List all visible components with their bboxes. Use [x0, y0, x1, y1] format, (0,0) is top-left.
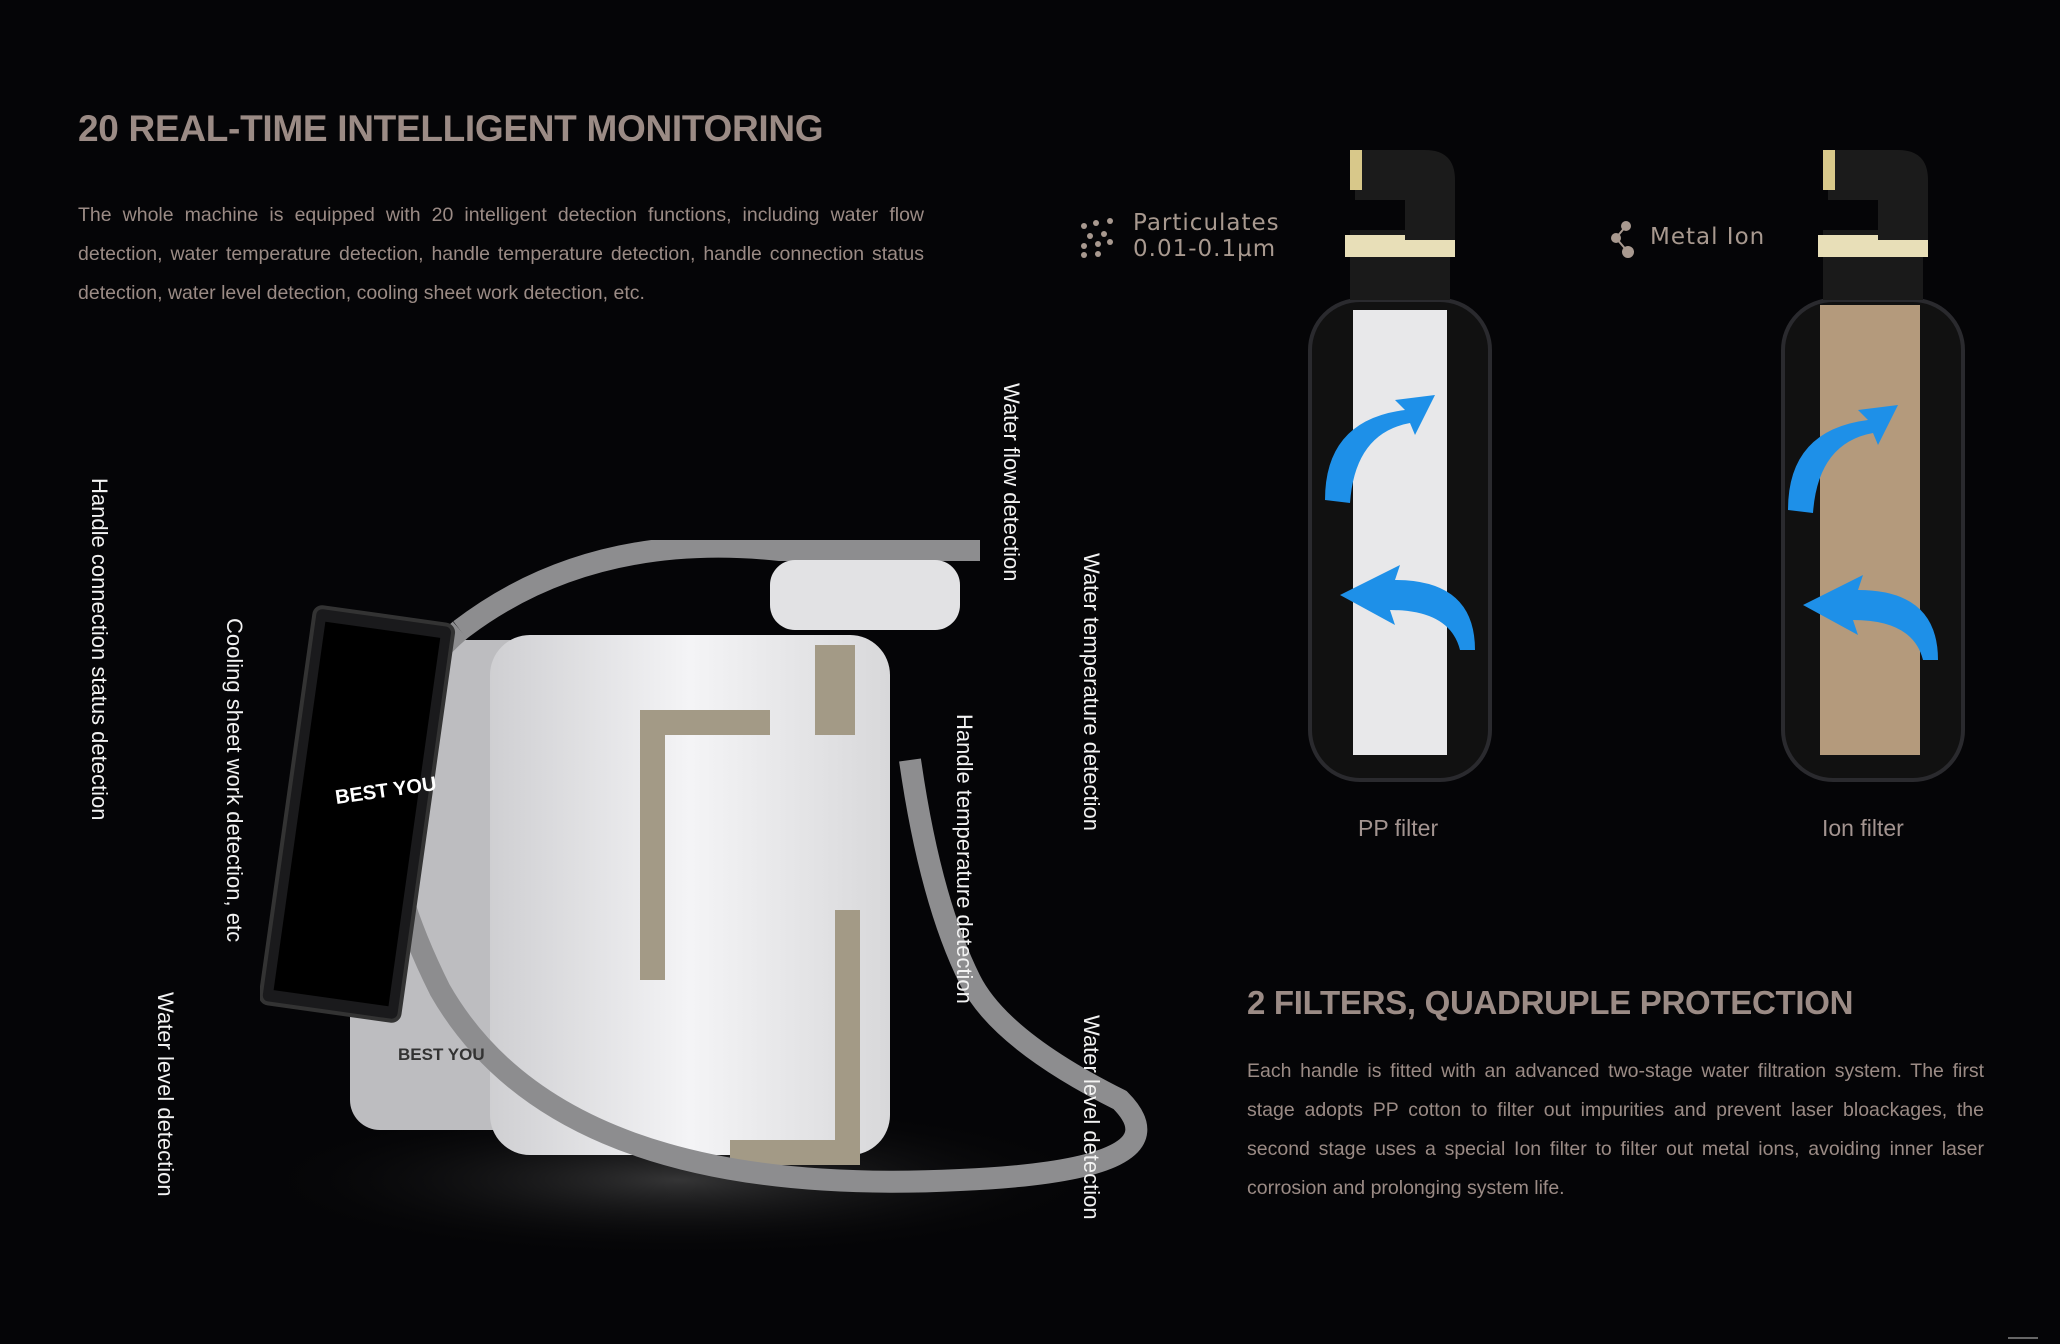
- particulates-line1: Particulates: [1133, 210, 1280, 236]
- particulates-note: Particulates 0.01-0.1µm: [1133, 210, 1280, 262]
- pp-filter-label: PP filter: [1358, 815, 1439, 841]
- pp-filter-bottle: [1308, 150, 1492, 782]
- divider: [2008, 1337, 2038, 1339]
- ion-filter-bottle: [1781, 150, 1965, 782]
- molecule-icon: [1611, 221, 1634, 258]
- metal-ion-note: Metal Ion: [1650, 224, 1766, 250]
- ion-filter-label: Ion filter: [1822, 815, 1904, 841]
- label-handle-connection: Handle connection status detection: [87, 478, 112, 821]
- particulates-size: 0.01-0.1µm: [1133, 236, 1277, 262]
- monitoring-description: The whole machine is equipped with 20 in…: [78, 204, 924, 304]
- label-handle-temperature: Handle temperature detection: [952, 714, 977, 1004]
- label-water-level-left: Water level detection: [153, 992, 178, 1197]
- filters-title: 2 FILTERS, QUADRUPLE PROTECTION: [1247, 984, 1854, 1021]
- label-water-temperature: Water temperature detection: [1079, 553, 1104, 831]
- label-water-level-right: Water level detection: [1079, 1015, 1104, 1220]
- monitoring-title: 20 REAL-TIME INTELLIGENT MONITORING: [78, 108, 824, 149]
- brand-logo-body: BEST YOU: [398, 1045, 485, 1064]
- label-cooling-sheet: Cooling sheet work detection, etc: [222, 618, 247, 943]
- filters-description: Each handle is fitted with an advanced t…: [1247, 1060, 1984, 1199]
- particles-icon: [1081, 218, 1113, 258]
- label-water-flow: Water flow detection: [999, 383, 1024, 582]
- machine-illustration: [260, 540, 1148, 1260]
